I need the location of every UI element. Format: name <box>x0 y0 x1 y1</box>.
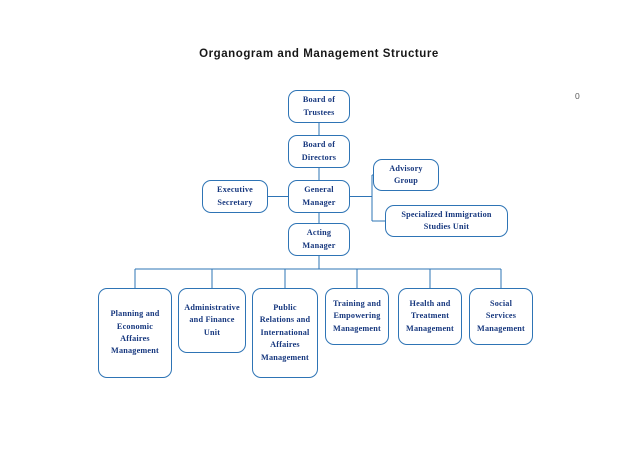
node-planning-and-economic-affairs-management[interactable]: Planning and Economic Affaires Managemen… <box>98 288 172 378</box>
node-training-and-empowering-management[interactable]: Training and Empowering Management <box>325 288 389 345</box>
node-social-services-management[interactable]: Social Services Management <box>469 288 533 345</box>
page-number: 0 <box>575 91 580 101</box>
node-advisory-group[interactable]: Advisory Group <box>373 159 439 191</box>
node-board-of-trustees[interactable]: Board of Trustees <box>288 90 350 123</box>
node-health-and-treatment-management[interactable]: Health and Treatment Management <box>398 288 462 345</box>
node-acting-manager[interactable]: Acting Manager <box>288 223 350 256</box>
node-administrative-and-finance-unit[interactable]: Administrative and Finance Unit <box>178 288 246 353</box>
node-specialized-immigration-studies-unit[interactable]: Specialized Immigration Studies Unit <box>385 205 508 237</box>
node-public-relations-and-international-affaires-management[interactable]: Public Relations and International Affai… <box>252 288 318 378</box>
node-executive-secretary[interactable]: Executive Secretary <box>202 180 268 213</box>
node-general-manager[interactable]: General Manager <box>288 180 350 213</box>
page-title: Organogram and Management Structure <box>199 48 439 60</box>
node-board-of-directors[interactable]: Board of Directors <box>288 135 350 168</box>
